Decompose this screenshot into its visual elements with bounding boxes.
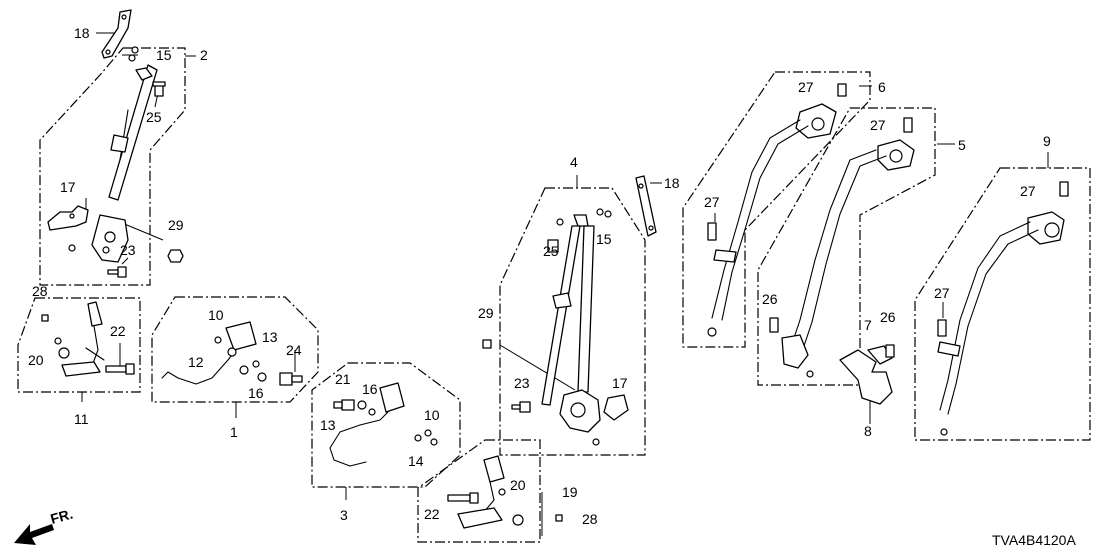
- leader-lines: [81, 32, 1049, 536]
- callout-18-center: 18: [664, 175, 680, 191]
- callout-18-left: 18: [74, 25, 90, 41]
- callout-17-center: 17: [612, 375, 628, 391]
- callout-25-left: 25: [146, 109, 162, 125]
- callout-3: 3: [340, 507, 348, 523]
- callout-6: 6: [878, 79, 886, 95]
- callout-13-upper: 13: [262, 329, 278, 345]
- callout-27-group9-side: 27: [934, 285, 950, 301]
- callout-17-left: 17: [60, 179, 76, 195]
- callout-26-left: 26: [762, 291, 778, 307]
- callout-22-left: 22: [110, 323, 126, 339]
- callout-23-center: 23: [514, 375, 530, 391]
- callout-labels: 18 15 2 25 17 29 23 28 22 20 11 10 12 13…: [28, 25, 1051, 527]
- callout-5: 5: [958, 137, 966, 153]
- buckle-assembly-3: [329, 382, 438, 467]
- buckle-assembly-11: [54, 301, 135, 377]
- callout-24: 24: [286, 342, 302, 358]
- callout-29-left: 29: [168, 217, 184, 233]
- seat-belt-assembly-6: [707, 83, 847, 337]
- callout-22-right: 22: [424, 506, 440, 522]
- callout-16-lower: 16: [362, 381, 378, 397]
- callout-26-right: 26: [880, 309, 896, 325]
- center-seat-belt-assembly-4: [482, 208, 629, 446]
- callout-13-lower: 13: [320, 417, 336, 433]
- buckle-assembly-19: [447, 455, 563, 529]
- callout-1: 1: [230, 424, 238, 440]
- callout-28-left: 28: [32, 283, 48, 299]
- callout-29-center: 29: [478, 305, 494, 321]
- callout-27-group6: 27: [798, 79, 814, 95]
- callout-7: 7: [864, 317, 872, 333]
- bolt-29-left: [167, 249, 184, 263]
- group-outline-11: [17, 297, 141, 393]
- guide-bracket-17-left: [47, 205, 89, 231]
- group-outline-6: [682, 71, 871, 348]
- bolt-23-left: [107, 266, 127, 278]
- callout-20-right: 20: [510, 477, 526, 493]
- group-outline-1: [151, 296, 319, 403]
- callout-23-left: 23: [120, 242, 136, 258]
- callout-27-group6-side: 27: [704, 194, 720, 210]
- seat-belt-assembly-5: [769, 117, 915, 378]
- callout-16-upper: 16: [248, 385, 264, 401]
- seat-belt-assembly-9: [937, 181, 1069, 436]
- callout-12: 12: [188, 354, 204, 370]
- group-outline-19: [417, 439, 541, 543]
- group-outline-9: [914, 167, 1091, 441]
- group-outline-4: [499, 187, 646, 456]
- callout-25-center: 25: [543, 243, 559, 259]
- buckle-assembly-1: [161, 321, 303, 386]
- callout-28-right: 28: [582, 511, 598, 527]
- callout-15-left: 15: [156, 47, 172, 63]
- callout-20-left: 20: [28, 352, 44, 368]
- callout-10-upper: 10: [208, 307, 224, 323]
- callout-27-group5: 27: [870, 117, 886, 133]
- callout-19: 19: [562, 484, 578, 500]
- callout-27-group9-top: 27: [1020, 183, 1036, 199]
- callout-9: 9: [1043, 133, 1051, 149]
- callout-14: 14: [408, 453, 424, 469]
- callout-4: 4: [570, 154, 578, 170]
- callout-11: 11: [74, 411, 89, 427]
- callout-21: 21: [335, 371, 351, 387]
- callout-15-center: 15: [596, 231, 612, 247]
- front-direction-arrow-icon: [14, 524, 54, 545]
- group-outline-5: [757, 107, 936, 386]
- callout-8: 8: [864, 423, 872, 439]
- callout-10-lower: 10: [424, 407, 440, 423]
- group-outline-2: [39, 47, 186, 286]
- bracket-7-8: [839, 344, 895, 405]
- front-seat-belt-assembly-2: [68, 46, 166, 263]
- upper-anchor-plate-18-left: [101, 9, 132, 59]
- callout-2: 2: [200, 47, 208, 63]
- bolt-28-left: [41, 314, 49, 322]
- diagram-code: TVA4B4120A: [992, 532, 1076, 548]
- direction-label: FR.: [49, 506, 75, 527]
- upper-anchor-plate-18-center: [635, 175, 657, 237]
